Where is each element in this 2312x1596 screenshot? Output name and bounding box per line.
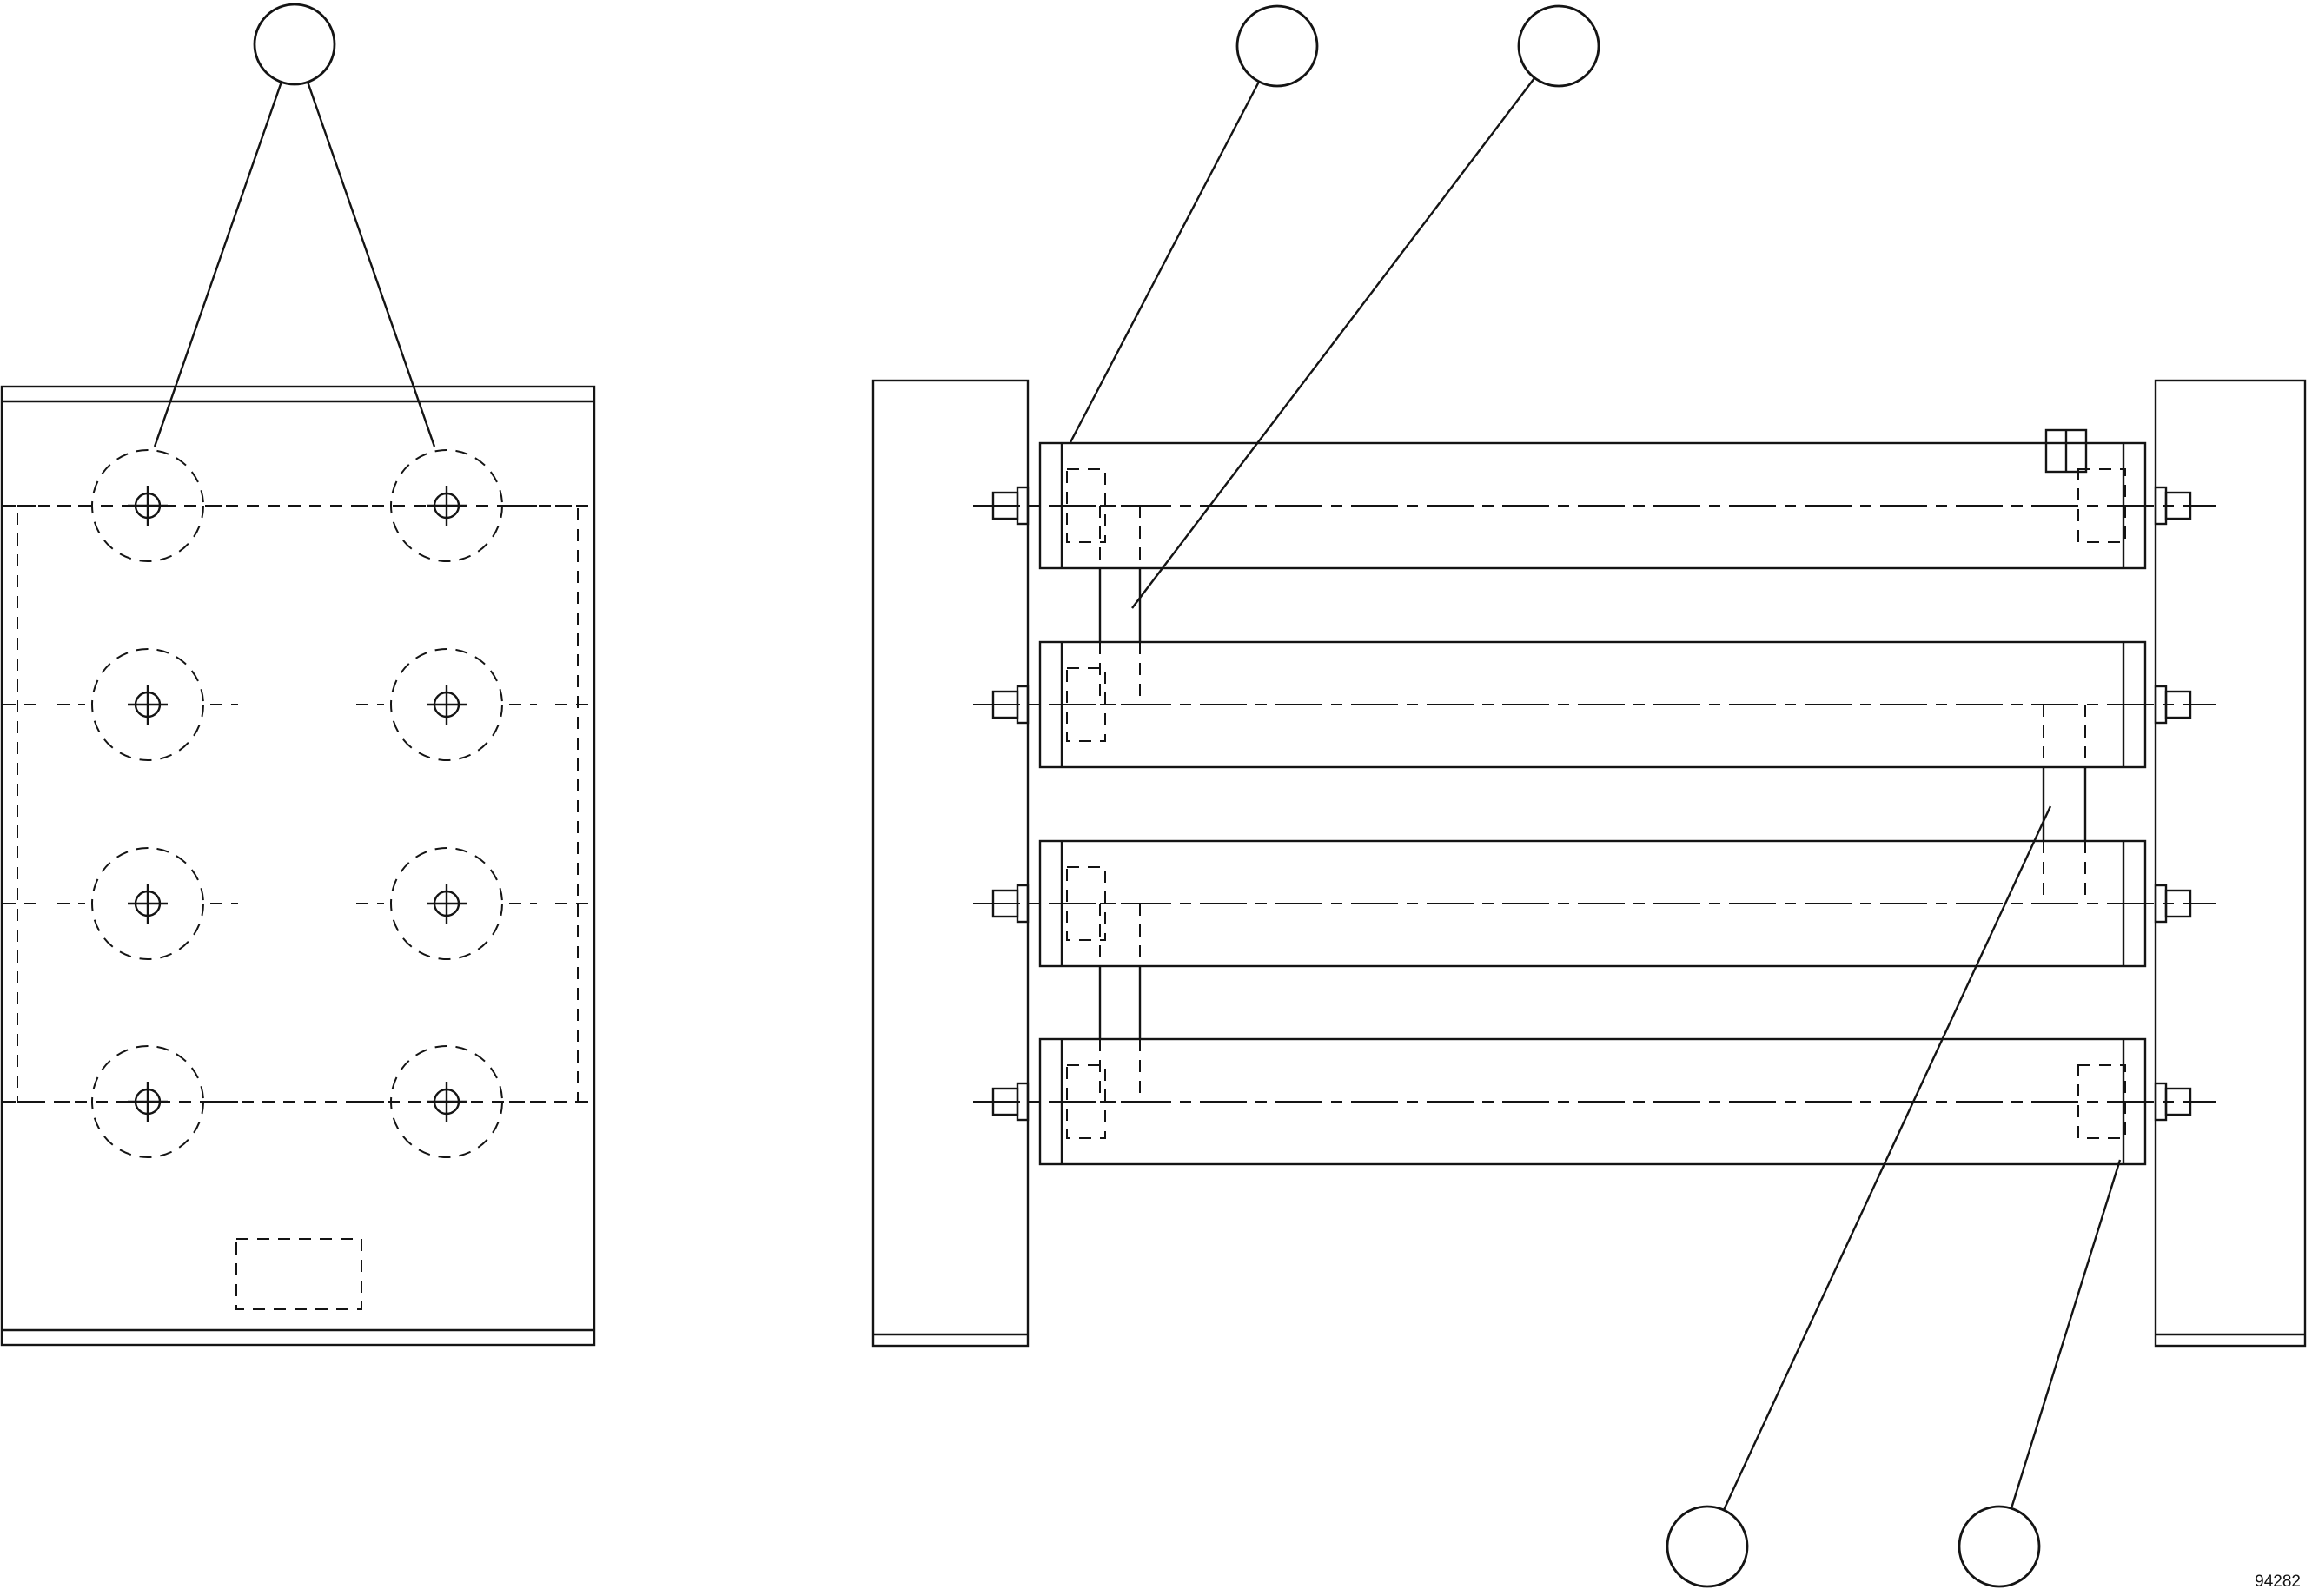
mounting-hole bbox=[356, 1045, 537, 1158]
callout-assembly-bottom-left bbox=[1666, 805, 2052, 1588]
link-bar-visible bbox=[1098, 568, 1142, 642]
mounting-hole bbox=[356, 648, 537, 761]
callout-leader-line bbox=[1131, 77, 1535, 609]
link-bar-hidden bbox=[1099, 505, 1141, 705]
roller bbox=[973, 1037, 2216, 1166]
mounting-hole bbox=[356, 449, 537, 562]
roller-hub-hidden bbox=[2077, 468, 2126, 543]
callout-leader-line bbox=[1069, 81, 1261, 443]
hole-center-mark bbox=[427, 486, 467, 526]
roller bbox=[973, 640, 2216, 769]
plate-outline bbox=[0, 385, 596, 1347]
callout-balloon bbox=[1235, 4, 1319, 88]
right-bracket bbox=[2154, 379, 2307, 1348]
hole-hidden-circle bbox=[390, 847, 503, 960]
link-bar-visible bbox=[2042, 767, 2087, 841]
bottom-cutout-hidden bbox=[235, 1238, 362, 1310]
callout-leader-line bbox=[2010, 1159, 2122, 1509]
callout-assembly-top-left bbox=[1069, 4, 1319, 443]
hole-hidden-circle bbox=[91, 1045, 204, 1158]
mounting-hole bbox=[356, 847, 537, 960]
callout-assembly-bottom-right bbox=[1958, 1159, 2122, 1588]
hidden-reference-stubs bbox=[3, 505, 592, 1103]
callout-balloon bbox=[1517, 4, 1600, 88]
bolt bbox=[2154, 1082, 2192, 1122]
hole-hidden-circle bbox=[390, 449, 503, 562]
hole-center-mark bbox=[427, 884, 467, 924]
bolt-head bbox=[991, 1087, 1019, 1116]
roller-assembly-side-view bbox=[871, 4, 2307, 1588]
link-bar-hidden bbox=[2043, 704, 2086, 904]
hole-center-mark bbox=[427, 685, 467, 725]
callout-balloon bbox=[1958, 1505, 2041, 1588]
hole-hidden-circle bbox=[91, 847, 204, 960]
mounting-hole bbox=[57, 847, 238, 960]
link-bar bbox=[1098, 505, 1142, 705]
bolt bbox=[991, 884, 1030, 924]
bolt bbox=[2154, 685, 2192, 725]
bolt bbox=[991, 1082, 1030, 1122]
hole-hidden-circle bbox=[390, 1045, 503, 1158]
bolt bbox=[991, 685, 1030, 725]
bolt-head bbox=[2164, 690, 2192, 719]
callout-balloon bbox=[253, 3, 336, 86]
bolt-head bbox=[991, 889, 1019, 918]
bolt bbox=[2154, 486, 2192, 526]
hidden-outline-rect bbox=[17, 505, 579, 1103]
link-bar-hidden bbox=[1099, 903, 1141, 1103]
plate-top-view bbox=[0, 3, 596, 1347]
bolt-head bbox=[2164, 1087, 2192, 1116]
bolt-head bbox=[2164, 491, 2192, 520]
hole-hidden-circle bbox=[91, 648, 204, 761]
hole-center-mark bbox=[128, 884, 168, 924]
roller bbox=[973, 428, 2216, 570]
bolt-head bbox=[991, 690, 1019, 719]
hole-center-mark bbox=[128, 1082, 168, 1122]
roller-hub-hidden bbox=[2077, 1064, 2126, 1139]
left-bracket bbox=[871, 379, 1030, 1348]
callout-leader-line bbox=[153, 81, 436, 447]
hole-center-mark bbox=[128, 685, 168, 725]
drawing-number: 94282 bbox=[2255, 1573, 2301, 1591]
bolt bbox=[2154, 884, 2192, 924]
callout-assembly-top-right bbox=[1131, 4, 1600, 609]
roller bbox=[973, 839, 2216, 968]
plate-flange-lines bbox=[2, 400, 594, 1332]
bolt-head bbox=[2164, 889, 2192, 918]
callout-leader-line bbox=[1722, 805, 2052, 1511]
link-bar-visible bbox=[1098, 966, 1142, 1039]
hole-hidden-circle bbox=[390, 648, 503, 761]
hole-center-mark bbox=[128, 486, 168, 526]
callout-balloon bbox=[1666, 1505, 1749, 1588]
hole-hidden-circle bbox=[91, 449, 204, 562]
callout-plate-holes bbox=[153, 3, 436, 447]
hole-center-mark bbox=[427, 1082, 467, 1122]
mounting-hole bbox=[57, 1045, 238, 1158]
bolt-head bbox=[991, 491, 1019, 520]
mounting-hole bbox=[57, 648, 238, 761]
link-bar bbox=[1098, 903, 1142, 1103]
bolt bbox=[991, 486, 1030, 526]
link-bar bbox=[2042, 704, 2087, 904]
mounting-hole bbox=[57, 449, 238, 562]
